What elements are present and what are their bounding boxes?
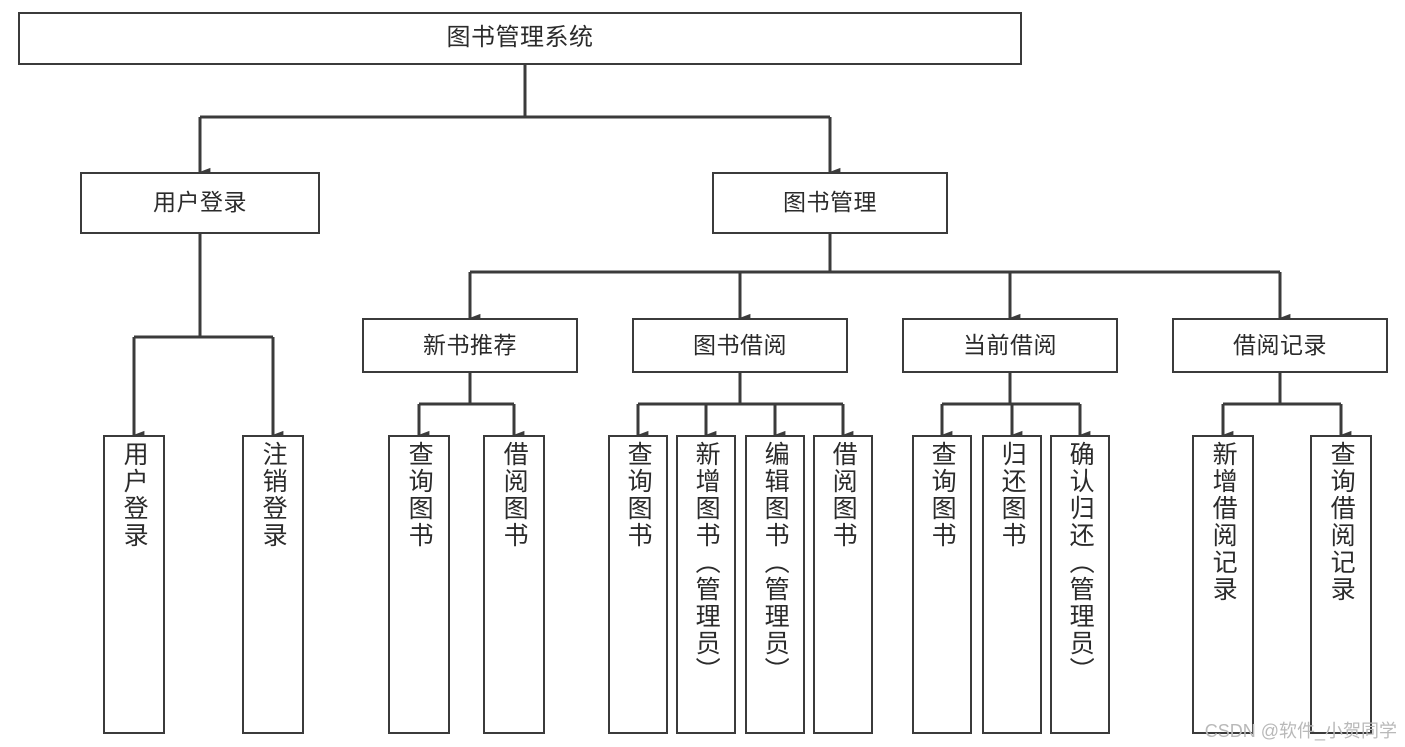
- node-label-new-book-rec: 新书推荐: [423, 331, 517, 358]
- node-label-current-borrow: 当前借阅: [963, 331, 1057, 358]
- node-label-leaf-query-book-3: 查询图书: [928, 441, 957, 549]
- node-book-manage[interactable]: 图书管理: [712, 172, 948, 234]
- node-label-root: 图书管理系统: [446, 24, 594, 52]
- node-leaf-query-book-1[interactable]: 查询图书: [388, 435, 450, 734]
- node-label-leaf-query-record: 查询借阅记录: [1327, 441, 1356, 603]
- node-label-borrow-record: 借阅记录: [1233, 331, 1327, 358]
- node-label-leaf-confirm-ret: 确认归还（管理员）: [1066, 441, 1095, 684]
- node-leaf-return-book[interactable]: 归还图书: [982, 435, 1042, 734]
- node-label-leaf-query-book-1: 查询图书: [405, 441, 434, 549]
- node-label-leaf-return-book: 归还图书: [998, 441, 1027, 549]
- node-label-book-manage: 图书管理: [783, 189, 877, 216]
- node-label-leaf-edit-book: 编辑图书（管理员）: [761, 441, 790, 684]
- node-label-leaf-user-logout: 注销登录: [259, 441, 288, 549]
- node-book-borrow[interactable]: 图书借阅: [632, 318, 848, 373]
- node-leaf-add-record[interactable]: 新增借阅记录: [1192, 435, 1254, 734]
- node-leaf-user-login[interactable]: 用户登录: [103, 435, 165, 734]
- node-label-leaf-borrow-book-2: 借阅图书: [829, 441, 858, 549]
- node-new-book-rec[interactable]: 新书推荐: [362, 318, 578, 373]
- node-leaf-user-logout[interactable]: 注销登录: [242, 435, 304, 734]
- node-leaf-add-book[interactable]: 新增图书（管理员）: [676, 435, 736, 734]
- node-label-book-borrow: 图书借阅: [693, 331, 787, 358]
- node-label-leaf-borrow-book-1: 借阅图书: [500, 441, 529, 549]
- node-label-leaf-add-record: 新增借阅记录: [1209, 441, 1238, 603]
- node-leaf-confirm-ret[interactable]: 确认归还（管理员）: [1050, 435, 1110, 734]
- node-current-borrow[interactable]: 当前借阅: [902, 318, 1118, 373]
- connector-group: [132, 65, 1352, 440]
- node-borrow-record[interactable]: 借阅记录: [1172, 318, 1388, 373]
- node-leaf-query-book-2[interactable]: 查询图书: [608, 435, 668, 734]
- node-leaf-query-record[interactable]: 查询借阅记录: [1310, 435, 1372, 734]
- node-root[interactable]: 图书管理系统: [18, 12, 1022, 65]
- node-leaf-query-book-3[interactable]: 查询图书: [912, 435, 972, 734]
- node-user-login[interactable]: 用户登录: [80, 172, 320, 234]
- node-label-leaf-add-book: 新增图书（管理员）: [692, 441, 721, 684]
- node-leaf-borrow-book-1[interactable]: 借阅图书: [483, 435, 545, 734]
- node-label-leaf-query-book-2: 查询图书: [624, 441, 653, 549]
- node-label-leaf-user-login: 用户登录: [120, 441, 149, 549]
- node-label-user-login: 用户登录: [153, 189, 247, 216]
- node-leaf-edit-book[interactable]: 编辑图书（管理员）: [745, 435, 805, 734]
- node-leaf-borrow-book-2[interactable]: 借阅图书: [813, 435, 873, 734]
